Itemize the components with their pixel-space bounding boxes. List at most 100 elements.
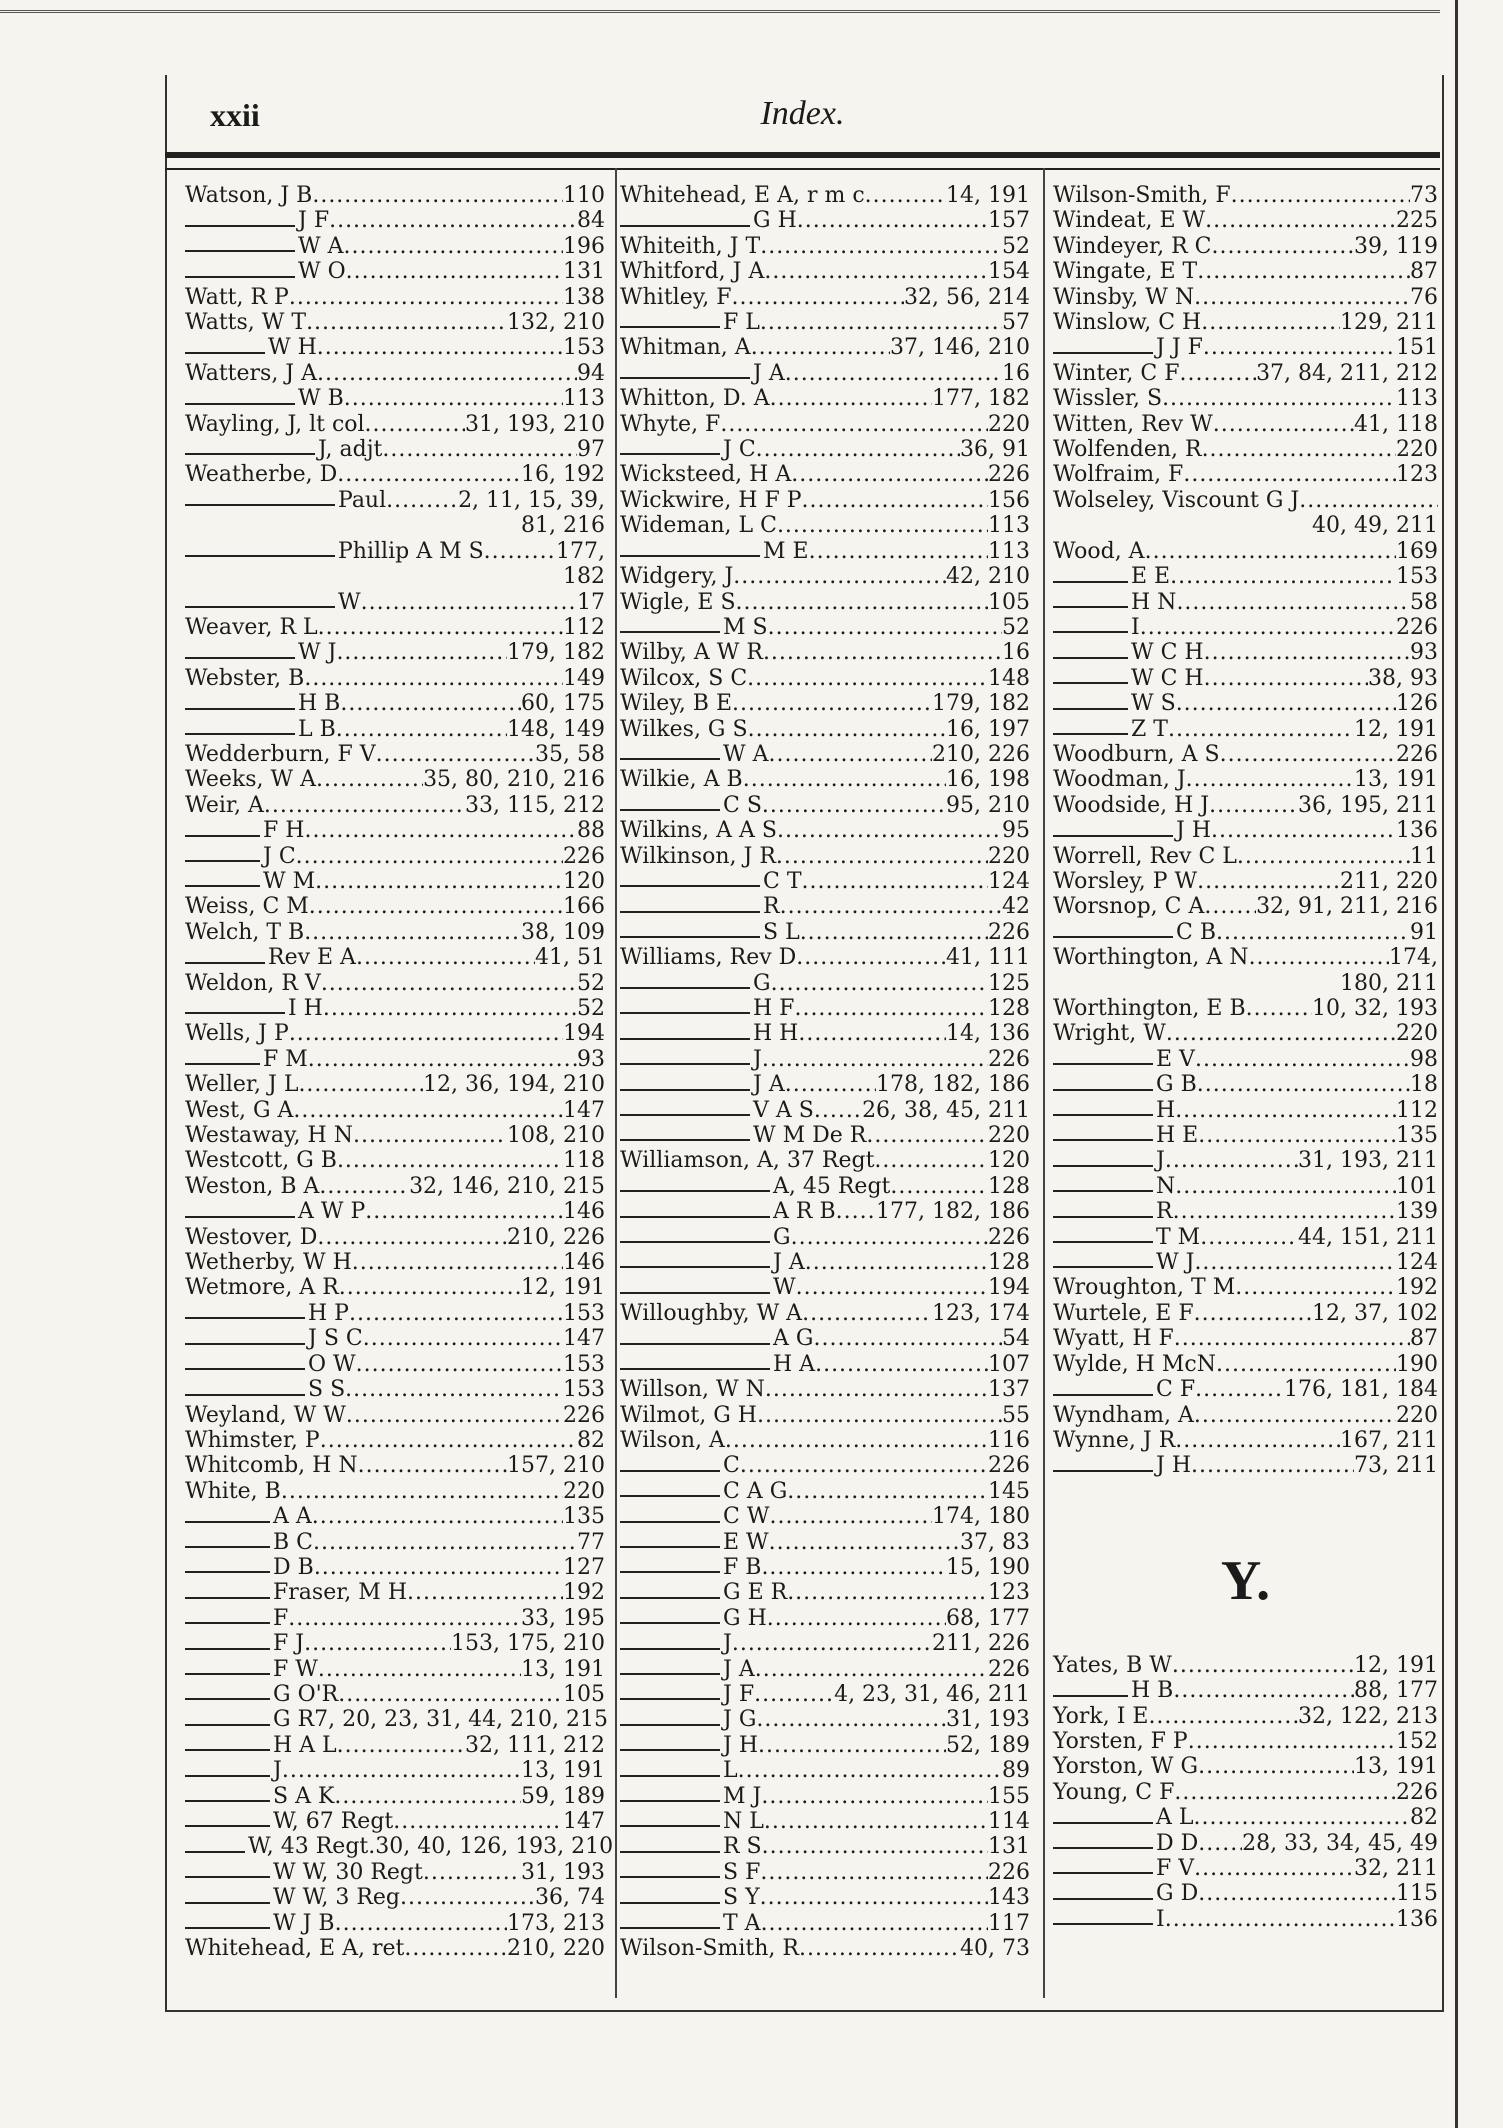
entry-name: Wells, J P xyxy=(185,1021,289,1047)
leader-dots xyxy=(815,1352,988,1377)
leader-dots xyxy=(1162,386,1396,411)
entry-name: Woodburn, A S xyxy=(1053,741,1220,767)
entry-name: W xyxy=(338,589,361,615)
leader-dots xyxy=(1148,1704,1298,1729)
entry-name: F V xyxy=(1156,1855,1195,1881)
repeat-dash xyxy=(620,1876,720,1879)
repeat-dash xyxy=(1053,1872,1153,1875)
repeat-dash xyxy=(185,1901,270,1904)
leader-dots xyxy=(731,285,904,310)
entry-pages: 93 xyxy=(1410,640,1438,666)
entry-pages: 87 xyxy=(1410,1326,1438,1352)
entry-pages: 15, 190 xyxy=(946,1554,1030,1580)
index-entry: J H136 xyxy=(1053,818,1438,843)
leader-dots xyxy=(353,1123,507,1148)
leader-dots xyxy=(317,1225,507,1250)
entry-pages: 177, 182, 186 xyxy=(876,1199,1030,1225)
entry-name: Wolfraim, F xyxy=(1053,462,1184,488)
leader-dots xyxy=(1211,818,1396,843)
entry-pages: 57 xyxy=(1002,310,1030,336)
leader-dots xyxy=(1198,1831,1242,1856)
leader-dots xyxy=(1203,335,1396,360)
entry-name: Wilmot, G H xyxy=(620,1402,757,1428)
entry-name: A W P xyxy=(298,1199,366,1225)
index-entry: C226 xyxy=(620,1453,1030,1478)
index-entry: J F84 xyxy=(185,208,605,233)
repeat-dash xyxy=(1053,1241,1153,1244)
index-entry: G125 xyxy=(620,971,1030,996)
index-entry: Winter, C F37, 84, 211, 212 xyxy=(1053,361,1438,386)
leader-dots xyxy=(346,259,563,284)
entry-name: Weyland, W W xyxy=(185,1402,346,1428)
index-entry: S L226 xyxy=(620,920,1030,945)
leader-dots xyxy=(1197,1072,1410,1097)
leader-dots xyxy=(762,793,946,818)
leader-dots xyxy=(890,1174,988,1199)
leader-dots xyxy=(344,386,563,411)
index-entry: Wetmore, A R12, 191 xyxy=(185,1275,605,1300)
entry-pages: 120 xyxy=(988,1148,1030,1174)
leader-dots xyxy=(1231,183,1410,208)
entry-pages: 220 xyxy=(563,1478,605,1504)
leader-dots xyxy=(813,1326,1002,1351)
leader-dots xyxy=(764,259,988,284)
repeat-dash xyxy=(185,1596,270,1599)
entry-name: J A xyxy=(753,360,785,386)
repeat-dash xyxy=(1053,605,1128,608)
entry-pages: 68, 177 xyxy=(946,1605,1030,1631)
entry-pages: 151 xyxy=(1396,335,1438,361)
repeat-dash xyxy=(620,1774,720,1777)
index-entry: Woodburn, A S226 xyxy=(1053,742,1438,767)
leader-dots xyxy=(743,767,946,792)
leader-dots xyxy=(1194,285,1410,310)
entry-name: T A xyxy=(723,1910,761,1936)
leader-dots xyxy=(777,818,1002,843)
index-entry: H112 xyxy=(1053,1098,1438,1123)
entry-name: Windeat, E W xyxy=(1053,208,1206,234)
index-entry: Yates, B W12, 191 xyxy=(1053,1653,1438,1678)
index-entry: N101 xyxy=(1053,1174,1438,1199)
entry-name: V A S xyxy=(753,1097,814,1123)
entry-pages: 210, 220 xyxy=(507,1936,605,1962)
leader-dots xyxy=(345,1377,563,1402)
repeat-dash xyxy=(185,1672,270,1675)
entry-pages: 220 xyxy=(988,411,1030,437)
entry-name: C W xyxy=(723,1504,770,1530)
leader-dots xyxy=(1204,894,1256,919)
entry-name: Whitford, J A xyxy=(620,259,765,285)
entry-pages: 16, 197 xyxy=(946,716,1030,742)
index-entry: Wolfenden, R220 xyxy=(1053,437,1438,462)
entry-pages: 11 xyxy=(1410,843,1438,869)
leader-dots xyxy=(769,1530,960,1555)
entry-name: D D xyxy=(1156,1830,1199,1856)
leader-dots xyxy=(736,590,988,615)
leader-dots xyxy=(747,666,988,691)
entry-name: J xyxy=(1156,1148,1165,1174)
entry-name: R xyxy=(763,894,780,920)
leader-dots xyxy=(1299,488,1438,513)
index-entry: W W, 30 Regt31, 193 xyxy=(185,1860,605,1885)
repeat-dash xyxy=(620,936,760,939)
repeat-dash xyxy=(620,555,760,558)
entry-name: Worthington, A N xyxy=(1053,945,1249,971)
entry-pages: 37, 84, 211, 212 xyxy=(1256,360,1438,386)
entry-name: Wurtele, E F xyxy=(1053,1300,1194,1326)
leader-dots xyxy=(404,1936,507,1961)
entry-pages: 35, 58 xyxy=(535,741,605,767)
entry-pages: 28, 33, 34, 45, 49 xyxy=(1242,1830,1438,1856)
repeat-dash xyxy=(620,1927,720,1930)
index-entry: Windeat, E W225 xyxy=(1053,208,1438,233)
index-entry: J G31, 193 xyxy=(620,1707,1030,1732)
entry-pages: 135 xyxy=(1396,1123,1438,1149)
index-entry: J S C147 xyxy=(185,1326,605,1351)
entry-pages: 41, 51 xyxy=(535,945,605,971)
leader-dots xyxy=(319,1174,409,1199)
leader-dots xyxy=(382,437,577,462)
leader-dots xyxy=(407,1580,563,1605)
index-entry: Wilmot, G H55 xyxy=(620,1403,1030,1428)
entry-name: W A xyxy=(298,233,344,259)
leader-dots xyxy=(757,1403,1002,1428)
index-entry: Westcott, G B118 xyxy=(185,1148,605,1173)
entry-pages: 112 xyxy=(1396,1097,1438,1123)
repeat-dash xyxy=(185,1571,270,1574)
